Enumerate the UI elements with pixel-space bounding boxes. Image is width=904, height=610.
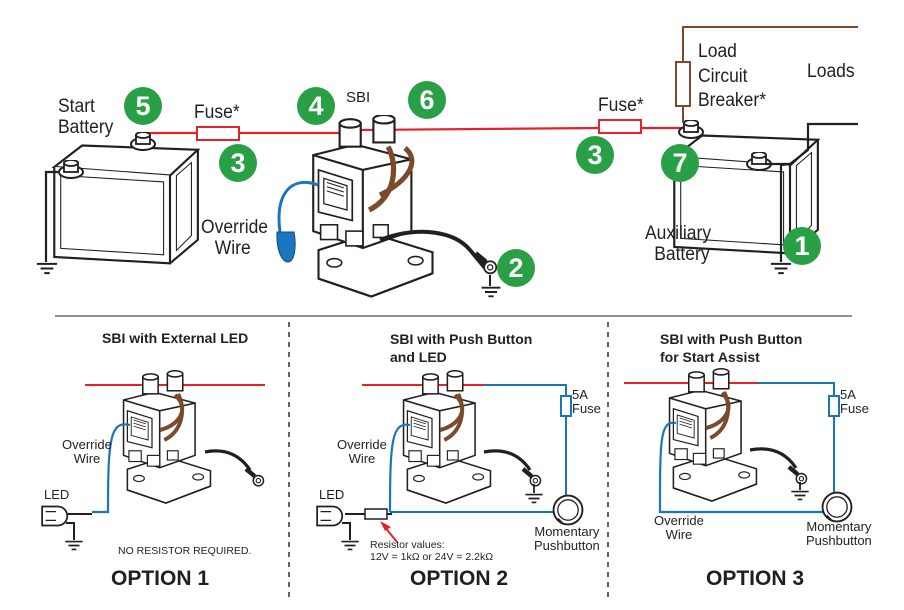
start-ground-wire [44,170,58,262]
sbi-ground-wire [379,229,487,270]
badge-4: 4 [297,87,335,125]
option3-override-label: Override Wire [654,513,704,543]
resistor-symbol [364,508,388,520]
option2-heading-line2: and LED [390,348,447,365]
option1-diagram [41,370,265,551]
option2-resistor-line2: 12V = 1kΩ or 24V = 2.2kΩ [370,550,494,563]
override-wire-label: Override Wire [201,217,269,260]
option2-button-line1: Momentary [534,524,600,539]
option3-heading-line1: SBI with Push Button [660,331,803,347]
option3-button-label: Momentary Pushbutton [806,519,872,549]
sbi-graphic [313,115,432,297]
badge-3-left: 3 [219,144,257,182]
option3-heading-line2: for Start Assist [660,348,760,365]
option3-button-line2: Pushbutton [806,533,872,549]
option1-note: NO RESISTOR REQUIRED. [118,545,252,557]
option2-title: OPTION 2 [410,567,509,590]
option3-button-line1: Momentary [806,519,872,534]
aux-battery-line1: Auxiliary [645,223,712,244]
option2-heading-line1: SBI with Push Button [390,331,533,347]
badge-3-right: 3 [576,136,614,174]
option2-button-label: Momentary Pushbutton [534,524,600,554]
option2-led-label: LED [319,487,345,502]
pushbutton-symbol [552,494,584,526]
option2-resistor-note: Resistor values: 12V = 1kΩ or 24V = 2.2k… [370,539,494,563]
option2-button-line2: Pushbutton [534,538,600,554]
fuse-right-label: Fuse* [598,95,644,116]
led-symbol [41,505,69,527]
option1-override-line2: Wire [73,451,101,467]
option2-heading: SBI with Push Button and LED [390,331,532,366]
option1-title: OPTION 1 [111,567,210,590]
badge-7: 7 [661,144,699,182]
option2-override-label: Override Wire [337,437,387,467]
badge-6: 6 [408,81,446,119]
fuse-left-symbol [196,126,240,141]
badge-5: 5 [124,87,162,125]
positive-cable [145,126,688,135]
loads-label: Loads [807,61,855,82]
fuse-left-label: Fuse* [194,102,240,123]
override-wire [277,180,319,233]
start-battery-label: Start Battery [58,96,114,139]
option3-fuse-line1: 5A [840,387,856,402]
badge-1: 1 [783,227,821,265]
override-line1: Override [201,217,269,238]
aux-battery-label: Auxiliary Battery [645,223,712,266]
option3-diagram [624,368,853,523]
option2-diagram [316,370,584,551]
option1-override-label: Override Wire [62,437,112,467]
aux-battery-line2: Battery [654,243,710,265]
sbi-label: SBI [346,89,371,106]
load-breaker-line2: Circuit [698,65,748,87]
load-breaker-label: Load Circuit Breaker* [698,40,766,114]
option2-fuse-line1: 5A [572,387,588,402]
option2-override-line2: Wire [348,451,376,467]
option2-resistor-line1: Resistor values: [370,539,445,551]
option3-override-line1: Override [654,513,704,528]
fuse-right-symbol [598,119,642,134]
load-breaker-line3: Breaker* [698,90,767,112]
start-battery-line1: Start [58,96,95,117]
option2-fuse-line2: Fuse [572,401,601,417]
option3-fuse-label: 5A Fuse [840,387,869,417]
option1-override-line1: Override [62,437,112,452]
aux-ground-wire [779,162,791,262]
ground-symbol [36,262,58,275]
start-battery-line2: Battery [58,116,114,138]
option1-heading: SBI with External LED [102,330,249,346]
badge-2: 2 [497,249,535,287]
load-breaker-symbol [675,61,691,107]
option3-title: OPTION 3 [706,567,805,590]
option2-fuse-label: 5A Fuse [572,387,601,417]
option3-override-line2: Wire [665,527,693,543]
option3-fuse-line2: Fuse [840,401,869,417]
top-diagram [36,26,858,297]
override-line2: Wire [214,237,251,259]
load-breaker-line1: Load [698,41,737,62]
option2-override-line1: Override [337,437,387,452]
option1-led-label: LED [44,487,70,502]
option3-heading: SBI with Push Button for Start Assist [660,331,802,366]
start-battery-graphic [53,132,199,265]
